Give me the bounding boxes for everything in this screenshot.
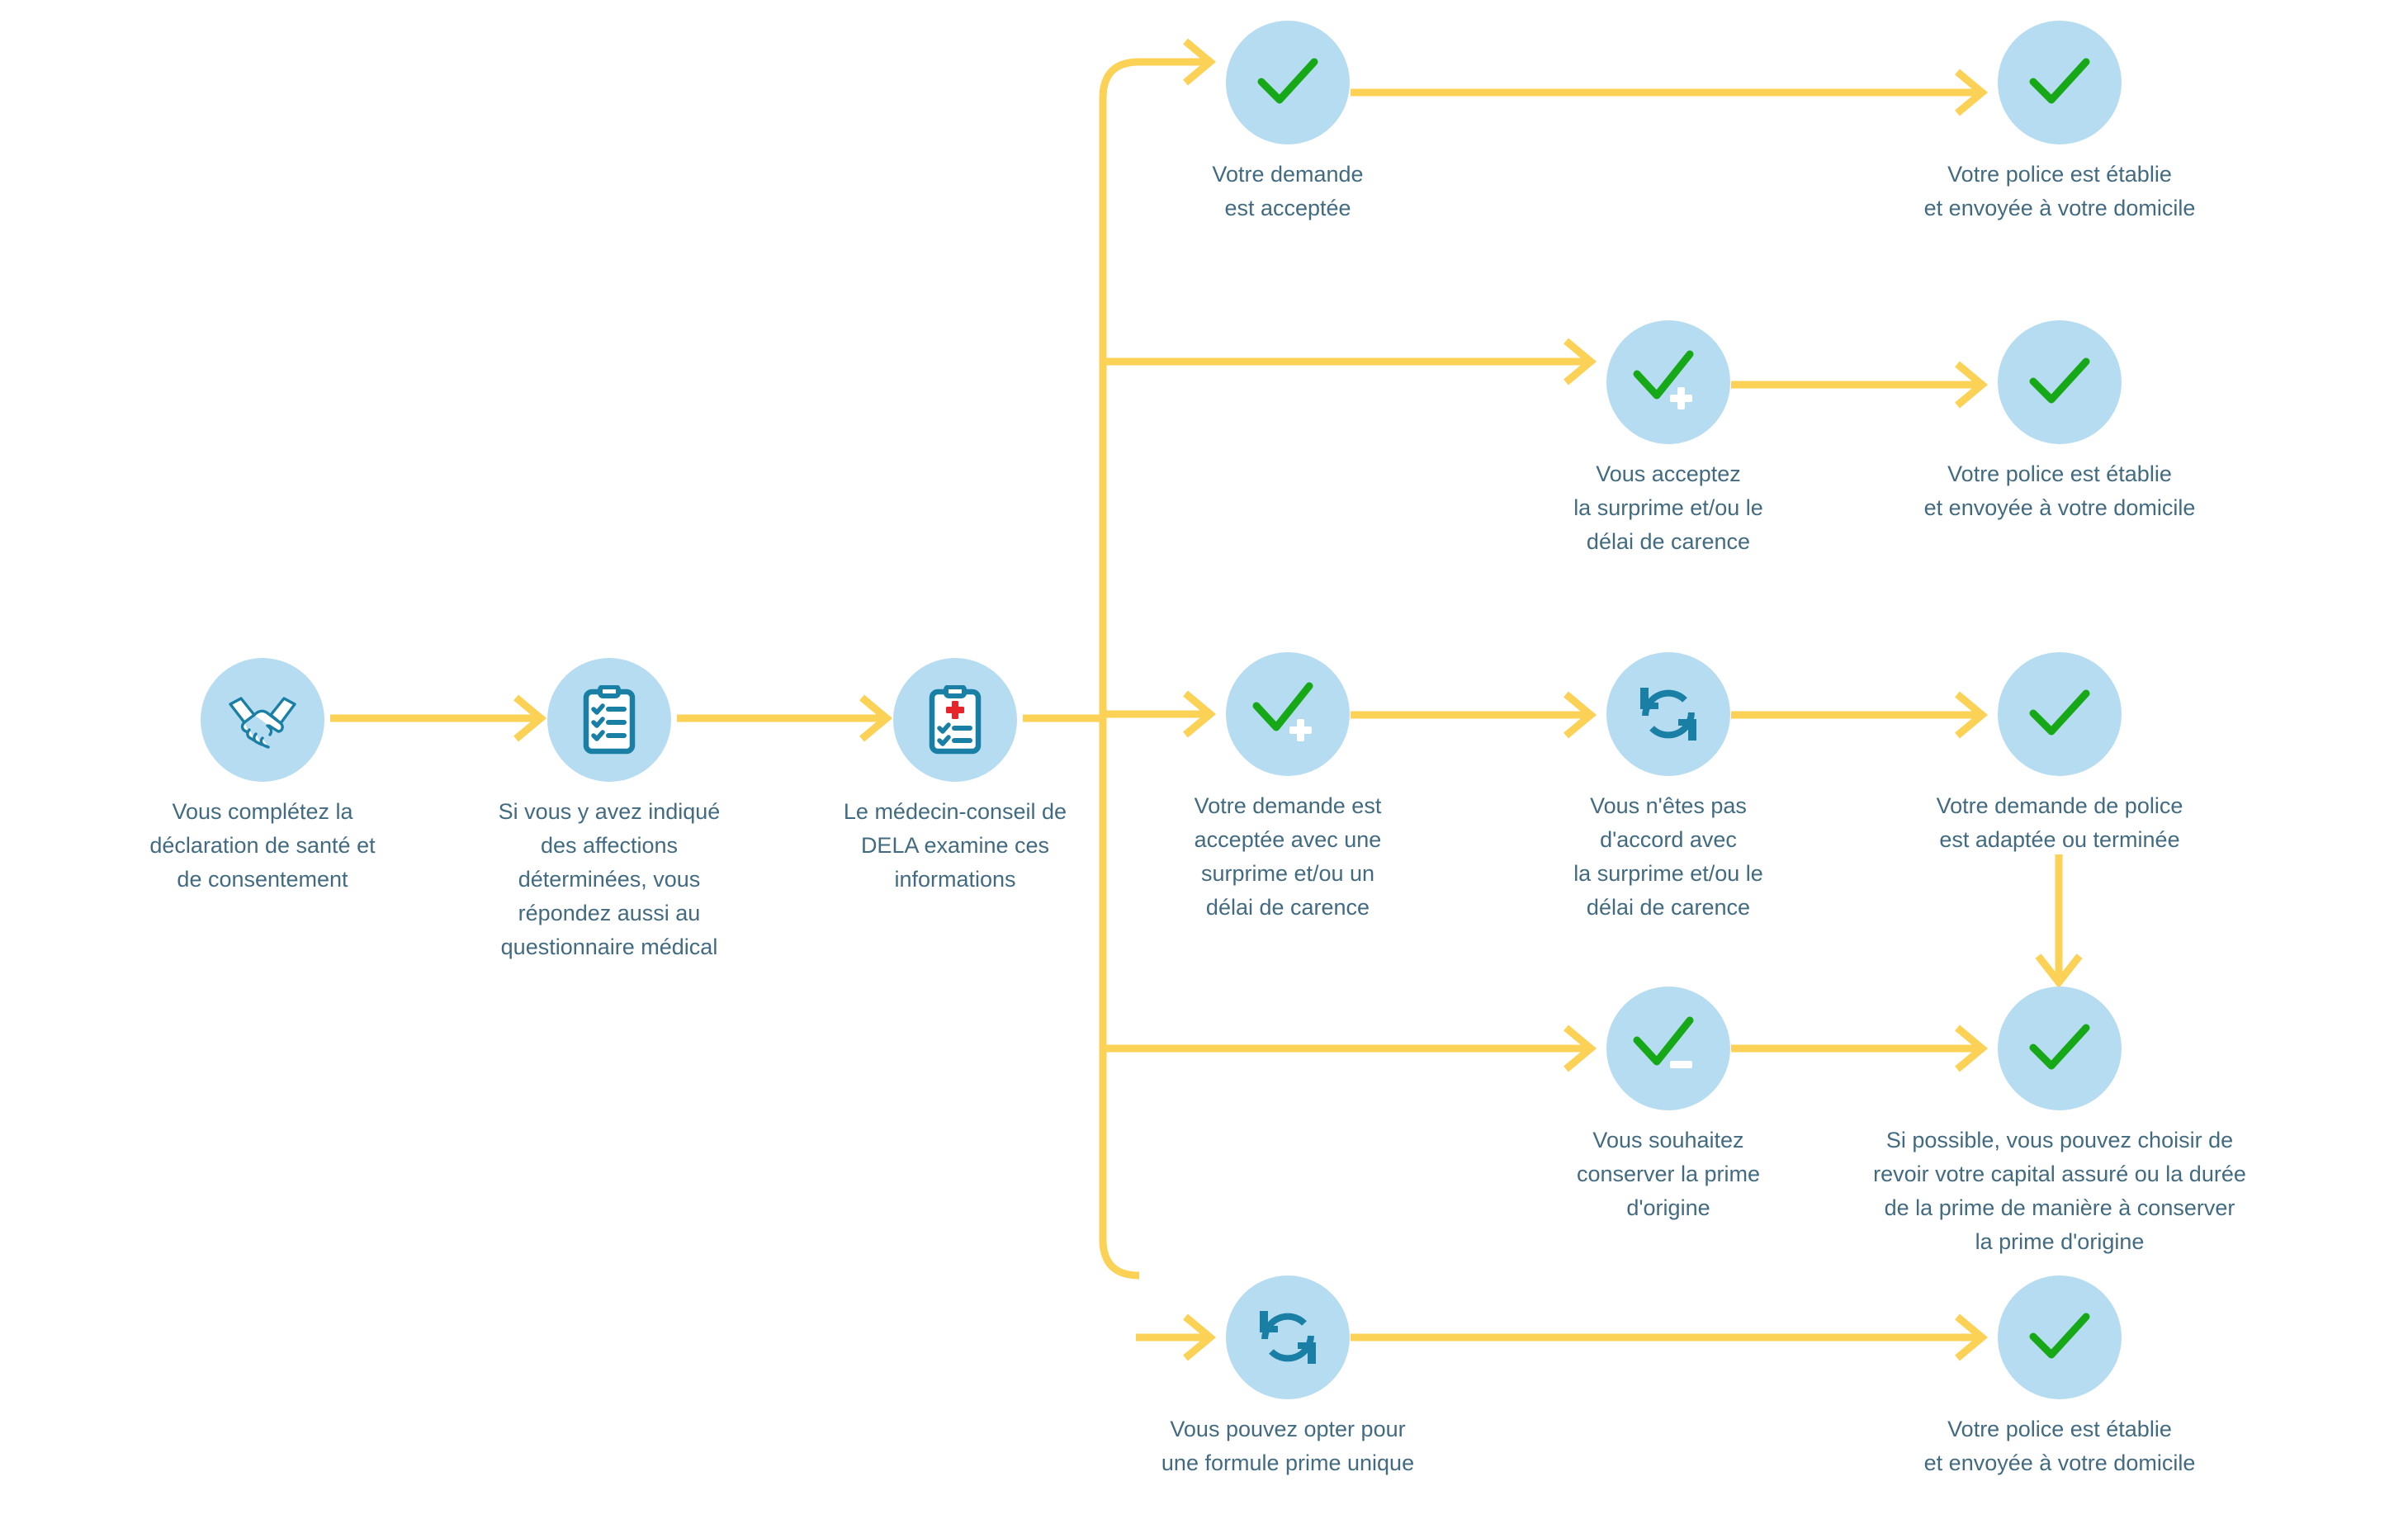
check-plus-icon xyxy=(1248,681,1327,747)
node-label: Si vous y avez indiqué des affections dé… xyxy=(498,799,721,959)
connector-n1-n2 xyxy=(330,694,547,742)
connector-n2-n3 xyxy=(677,694,893,742)
branch-n13 xyxy=(1136,1313,1217,1361)
refresh-icon xyxy=(1634,681,1703,747)
node-bubble xyxy=(1226,21,1350,144)
node-bubble xyxy=(1606,652,1730,776)
node-demande-acceptee[interactable]: Votre demande est acceptée xyxy=(1164,21,1412,225)
node-declaration-sante[interactable]: Vous complétez la déclaration de santé e… xyxy=(109,658,416,897)
node-demande-adaptee[interactable]: Votre demande de police est adaptée ou t… xyxy=(1848,652,2271,857)
connector-n9-n10 xyxy=(1731,691,1989,739)
refresh-icon xyxy=(1253,1304,1322,1370)
clipboard-medical-icon xyxy=(927,685,983,755)
node-questionnaire-medical[interactable]: Si vous y avez indiqué des affections dé… xyxy=(456,658,763,964)
node-police-etablie-1[interactable]: Votre police est établie et envoyée à vo… xyxy=(1848,21,2271,225)
connector-n6-n7 xyxy=(1731,361,1989,409)
check-icon xyxy=(2025,54,2094,111)
node-label: Si possible, vous pouvez choisir de revo… xyxy=(1873,1128,2246,1254)
check-icon xyxy=(1253,54,1322,111)
node-conserver-prime[interactable]: Vous souhaitez conserver la prime d'orig… xyxy=(1545,987,1792,1225)
node-bubble xyxy=(1998,21,2122,144)
node-label: Votre demande est acceptée xyxy=(1212,162,1364,220)
plus-badge xyxy=(1670,387,1692,409)
node-bubble xyxy=(547,658,671,782)
branch-n11 xyxy=(1103,1025,1597,1072)
connector-n11-n12 xyxy=(1731,1025,1989,1072)
node-si-possible-revoir-capital[interactable]: Si possible, vous pouvez choisir de revo… xyxy=(1848,987,2271,1259)
handshake-icon xyxy=(225,690,300,750)
node-bubble xyxy=(1998,652,2122,776)
node-prime-unique[interactable]: Vous pouvez opter pour une formule prime… xyxy=(1076,1275,1499,1480)
connector-n10-n12 xyxy=(2035,854,2083,989)
node-label: Le médecin-conseil de DELA examine ces i… xyxy=(843,799,1067,892)
branch-n6 xyxy=(1103,338,1597,386)
node-label: Votre police est établie et envoyée à vo… xyxy=(1923,1417,2196,1475)
node-label: Votre demande est acceptée avec une surp… xyxy=(1194,793,1382,920)
node-medecin-conseil[interactable]: Le médecin-conseil de DELA examine ces i… xyxy=(802,658,1109,897)
node-police-etablie-3[interactable]: Votre police est établie et envoyée à vo… xyxy=(1848,1275,2271,1480)
node-label: Vous complétez la déclaration de santé e… xyxy=(149,799,376,892)
connector-n13-n14 xyxy=(1351,1313,1989,1361)
branch-n8 xyxy=(1103,690,1217,738)
check-icon xyxy=(2025,1308,2094,1366)
node-police-etablie-2[interactable]: Votre police est établie et envoyée à vo… xyxy=(1848,320,2271,525)
node-label: Vous souhaitez conserver la prime d'orig… xyxy=(1576,1128,1761,1220)
node-bubble xyxy=(1606,320,1730,444)
red-cross-icon xyxy=(946,701,964,719)
node-bubble xyxy=(1226,1275,1350,1399)
node-pas-daccord[interactable]: Vous n'êtes pas d'accord avec la surprim… xyxy=(1545,652,1792,925)
node-bubble xyxy=(1998,320,2122,444)
node-bubble xyxy=(1226,652,1350,776)
check-icon xyxy=(2025,353,2094,411)
trunk-vertical xyxy=(1099,58,1140,1280)
branch-n4 xyxy=(1136,38,1217,86)
node-bubble xyxy=(1606,987,1730,1110)
connector-n4-n5 xyxy=(1351,69,1989,116)
check-plus-icon xyxy=(1629,349,1708,415)
node-label: Vous pouvez opter pour une formule prime… xyxy=(1161,1417,1415,1475)
node-vous-acceptez-surprime[interactable]: Vous acceptez la surprime et/ou le délai… xyxy=(1545,320,1792,559)
plus-badge xyxy=(1289,719,1312,741)
node-label: Votre demande de police est adaptée ou t… xyxy=(1936,793,2183,852)
node-demande-acceptee-surprime[interactable]: Votre demande est acceptée avec une surp… xyxy=(1164,652,1412,925)
check-icon xyxy=(2025,685,2094,743)
node-label: Votre police est établie et envoyée à vo… xyxy=(1923,162,2196,220)
node-label: Vous acceptez la surprime et/ou le délai… xyxy=(1573,461,1763,554)
check-minus-icon xyxy=(1629,1015,1708,1081)
node-bubble xyxy=(893,658,1017,782)
check-icon xyxy=(2025,1020,2094,1077)
node-bubble xyxy=(1998,1275,2122,1399)
node-label: Votre police est établie et envoyée à vo… xyxy=(1923,461,2196,520)
node-bubble xyxy=(1998,987,2122,1110)
node-label: Vous n'êtes pas d'accord avec la surprim… xyxy=(1573,793,1763,920)
clipboard-checklist-icon xyxy=(581,685,637,755)
node-bubble xyxy=(201,658,324,782)
connector-n8-n9 xyxy=(1351,691,1597,739)
minus-badge xyxy=(1670,1061,1692,1068)
